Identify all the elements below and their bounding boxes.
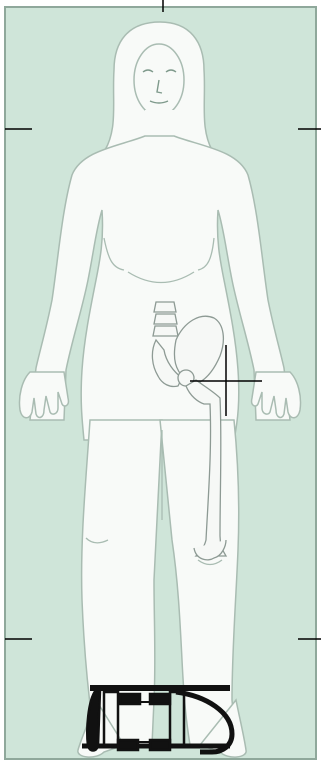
scan-setup-view xyxy=(0,0,321,766)
scan-diagram xyxy=(0,0,321,766)
